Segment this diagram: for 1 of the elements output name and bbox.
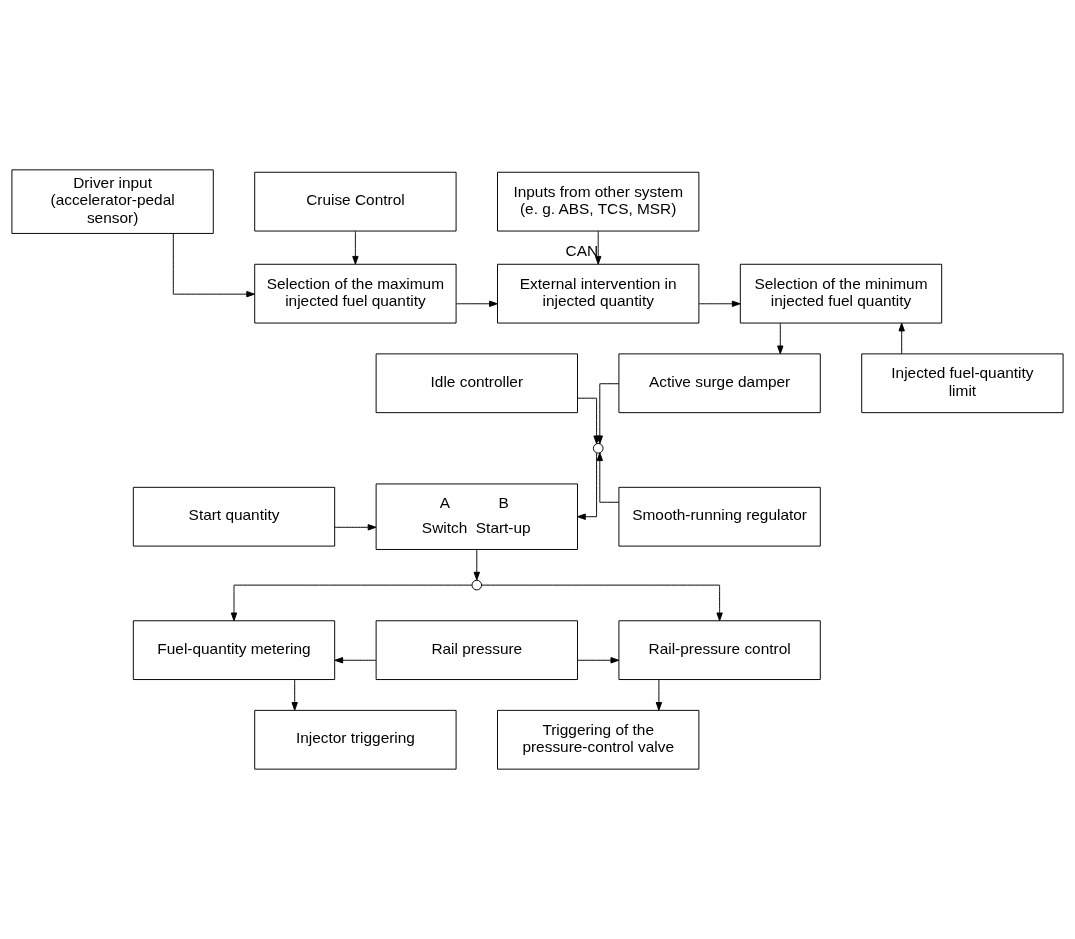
edge-label: CAN <box>565 242 599 260</box>
